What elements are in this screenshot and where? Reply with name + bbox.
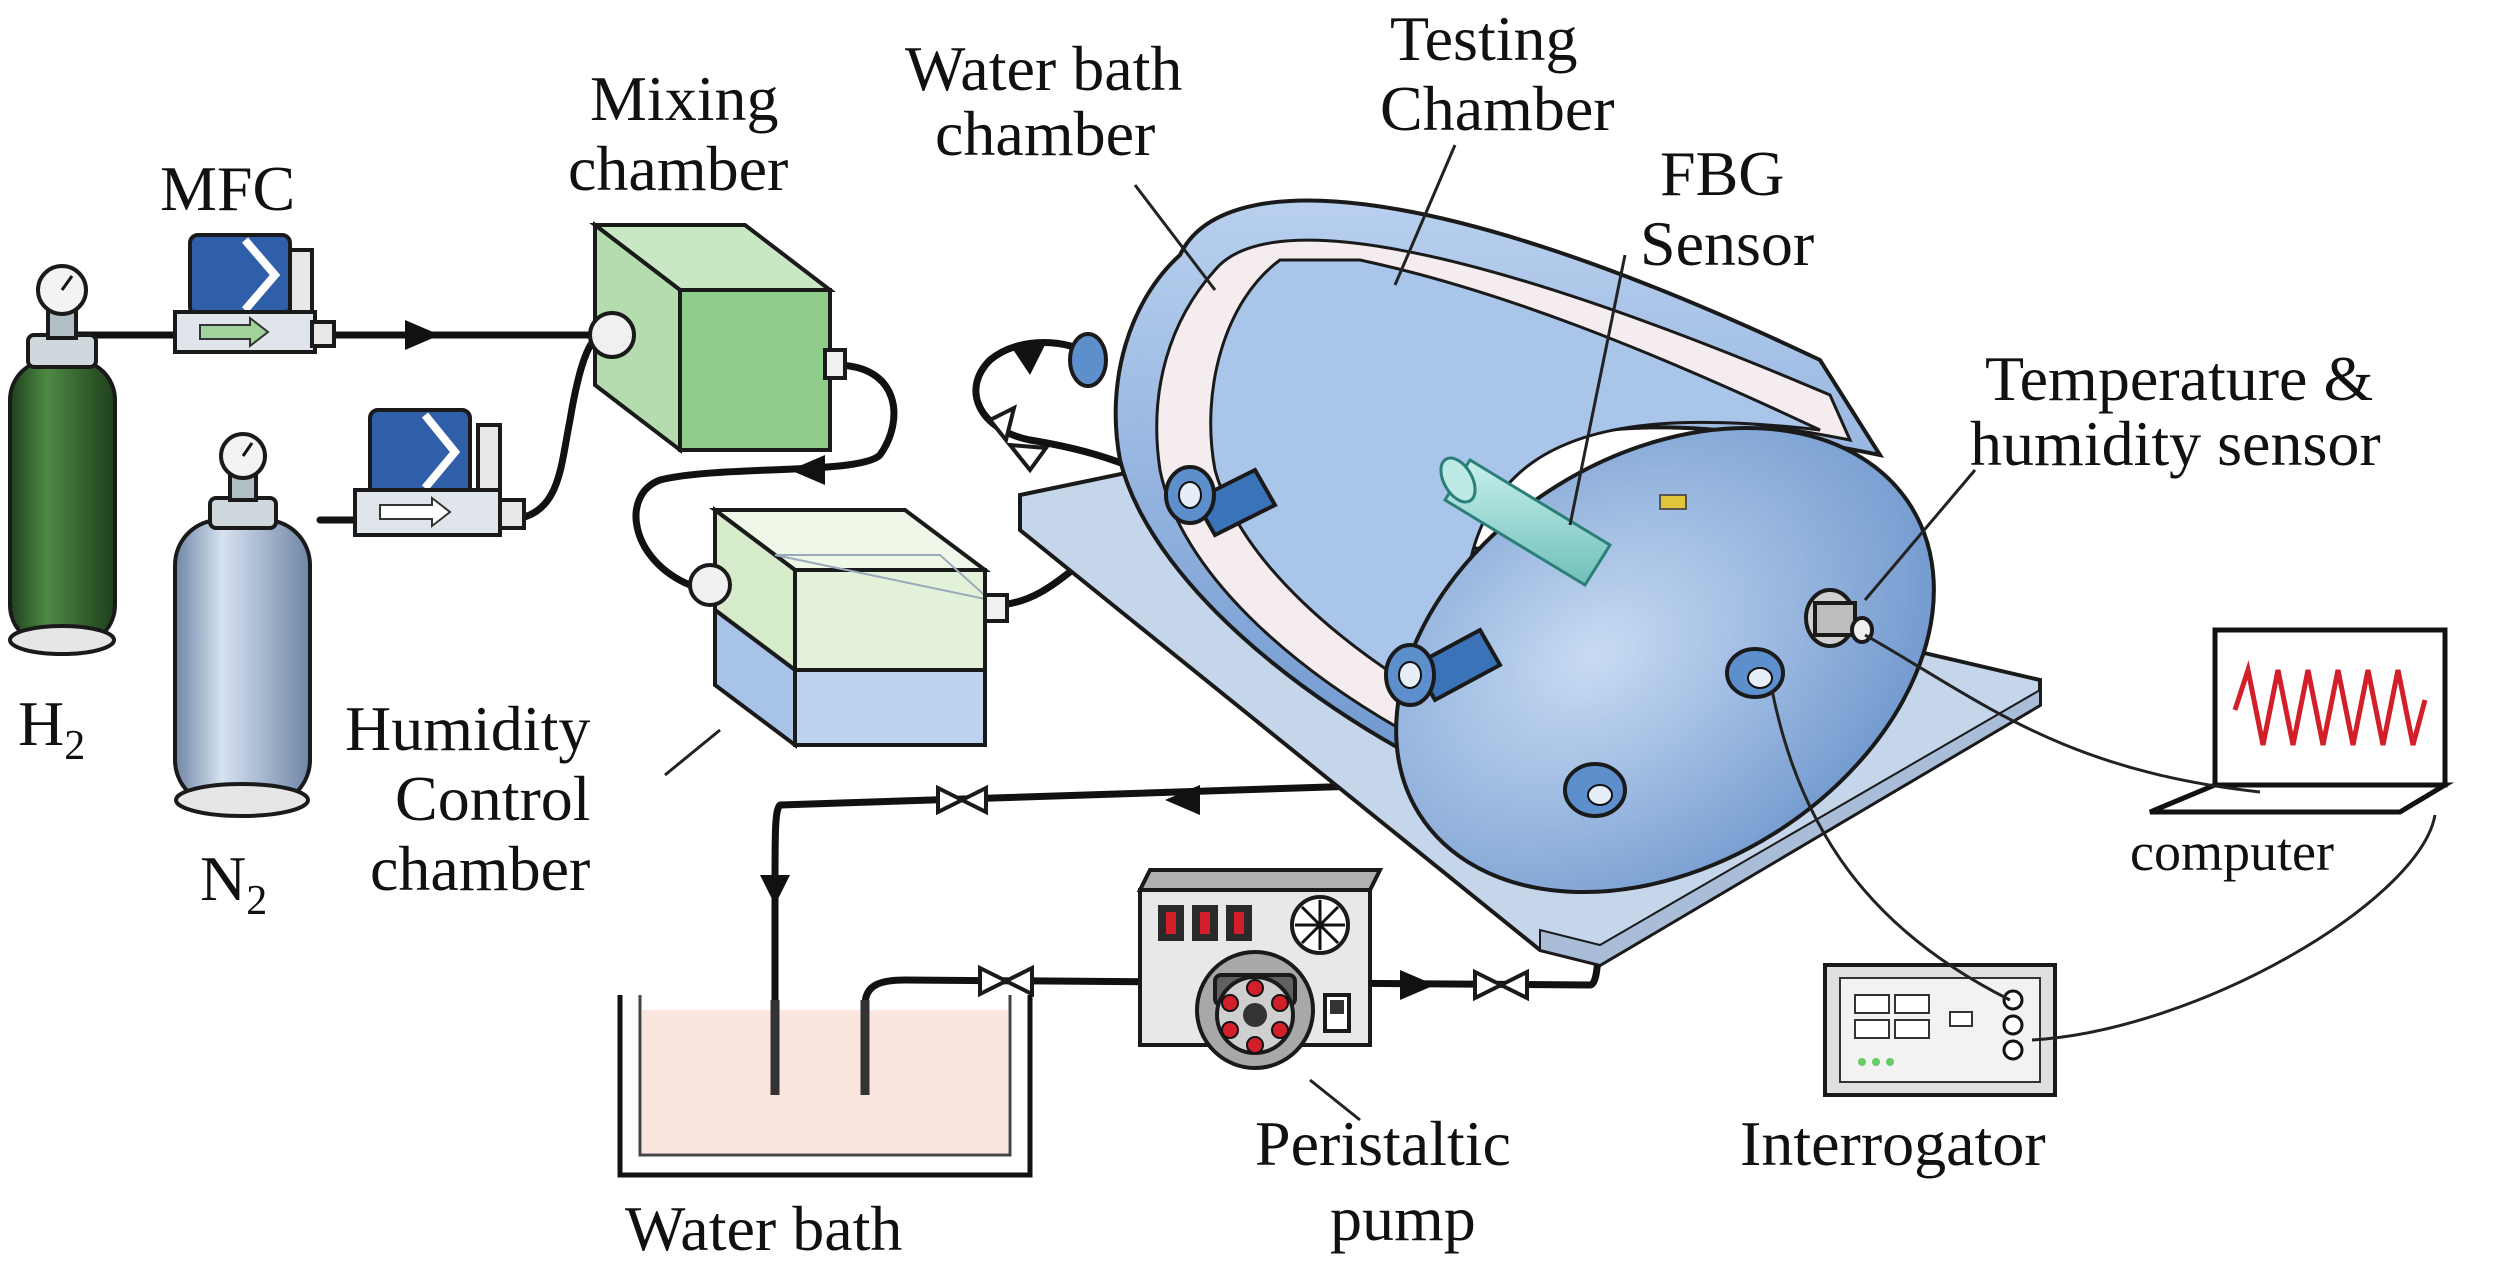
humidity-control-label-line1: Humidity <box>345 693 590 764</box>
temp-humidity-label-line2: humidity sensor <box>1970 408 2381 479</box>
fbg-sensor-label-line1: FBG <box>1660 138 1785 209</box>
computer-label: computer <box>2130 822 2334 882</box>
tank-port-inlet <box>1068 332 1108 388</box>
mfc-bottom <box>353 408 526 537</box>
peristaltic-pump <box>1136 868 1384 1070</box>
arrow-icon <box>1400 970 1435 1000</box>
n2-cylinder <box>173 432 312 818</box>
water-bath <box>617 995 1033 1178</box>
peristaltic-pump-label-line1: Peristaltic <box>1255 1108 1511 1179</box>
fbg-sensor-label-line2: Sensor <box>1640 208 1814 279</box>
valves <box>936 404 1529 1002</box>
h2-label: H2 <box>18 688 85 769</box>
humidity-control-chamber <box>688 506 1009 749</box>
arrow-icon <box>1010 345 1045 375</box>
h2-cylinder <box>8 264 117 656</box>
mfc-top <box>173 233 336 354</box>
water-bath-chamber-label-line2: chamber <box>935 98 1155 169</box>
mfc-label: MFC <box>160 153 295 224</box>
valve-icon <box>936 784 988 816</box>
text-labels: MFC Mixing chamber Water bath chamber Te… <box>18 3 2381 1264</box>
testing-chamber-label-line1: Testing <box>1390 3 1578 74</box>
arrow-icon <box>1165 785 1200 815</box>
arrow-icon <box>405 320 440 350</box>
arrow-icon <box>760 875 790 905</box>
humidity-control-label-line3: chamber <box>370 833 590 904</box>
interrogator <box>1823 963 2057 1097</box>
water-bath-chamber-label-line1: Water bath <box>905 33 1182 104</box>
humidity-control-label-line2: Control <box>395 763 591 834</box>
mixing-chamber-label-line1: Mixing <box>590 63 778 134</box>
laptop-icon <box>2149 627 2455 815</box>
mixing-chamber <box>588 220 847 455</box>
tank-port-bottom <box>1384 627 1503 707</box>
valve-icon <box>986 404 1050 474</box>
signal-waveform <box>2232 660 2428 746</box>
tank-port-top <box>1164 465 1278 538</box>
testing-chamber-label-line2: Chamber <box>1380 73 1615 144</box>
signal-cables <box>1770 633 2437 1042</box>
mixing-chamber-label-line2: chamber <box>568 133 788 204</box>
n2-label: N2 <box>200 843 267 924</box>
valve-icon <box>978 964 1034 998</box>
leader-lines <box>664 144 1977 1122</box>
interrogator-label: Interrogator <box>1740 1108 2046 1179</box>
temp-humidity-label-line1: Temperature & <box>1985 343 2373 414</box>
fbg-sensor-rod <box>1439 456 1613 588</box>
water-bath-label: Water bath <box>625 1193 902 1264</box>
arrow-icon <box>790 455 825 485</box>
valve-icon <box>1473 968 1529 1002</box>
testing-tank <box>1068 198 1936 895</box>
peristaltic-pump-label-line2: pump <box>1330 1183 1476 1254</box>
